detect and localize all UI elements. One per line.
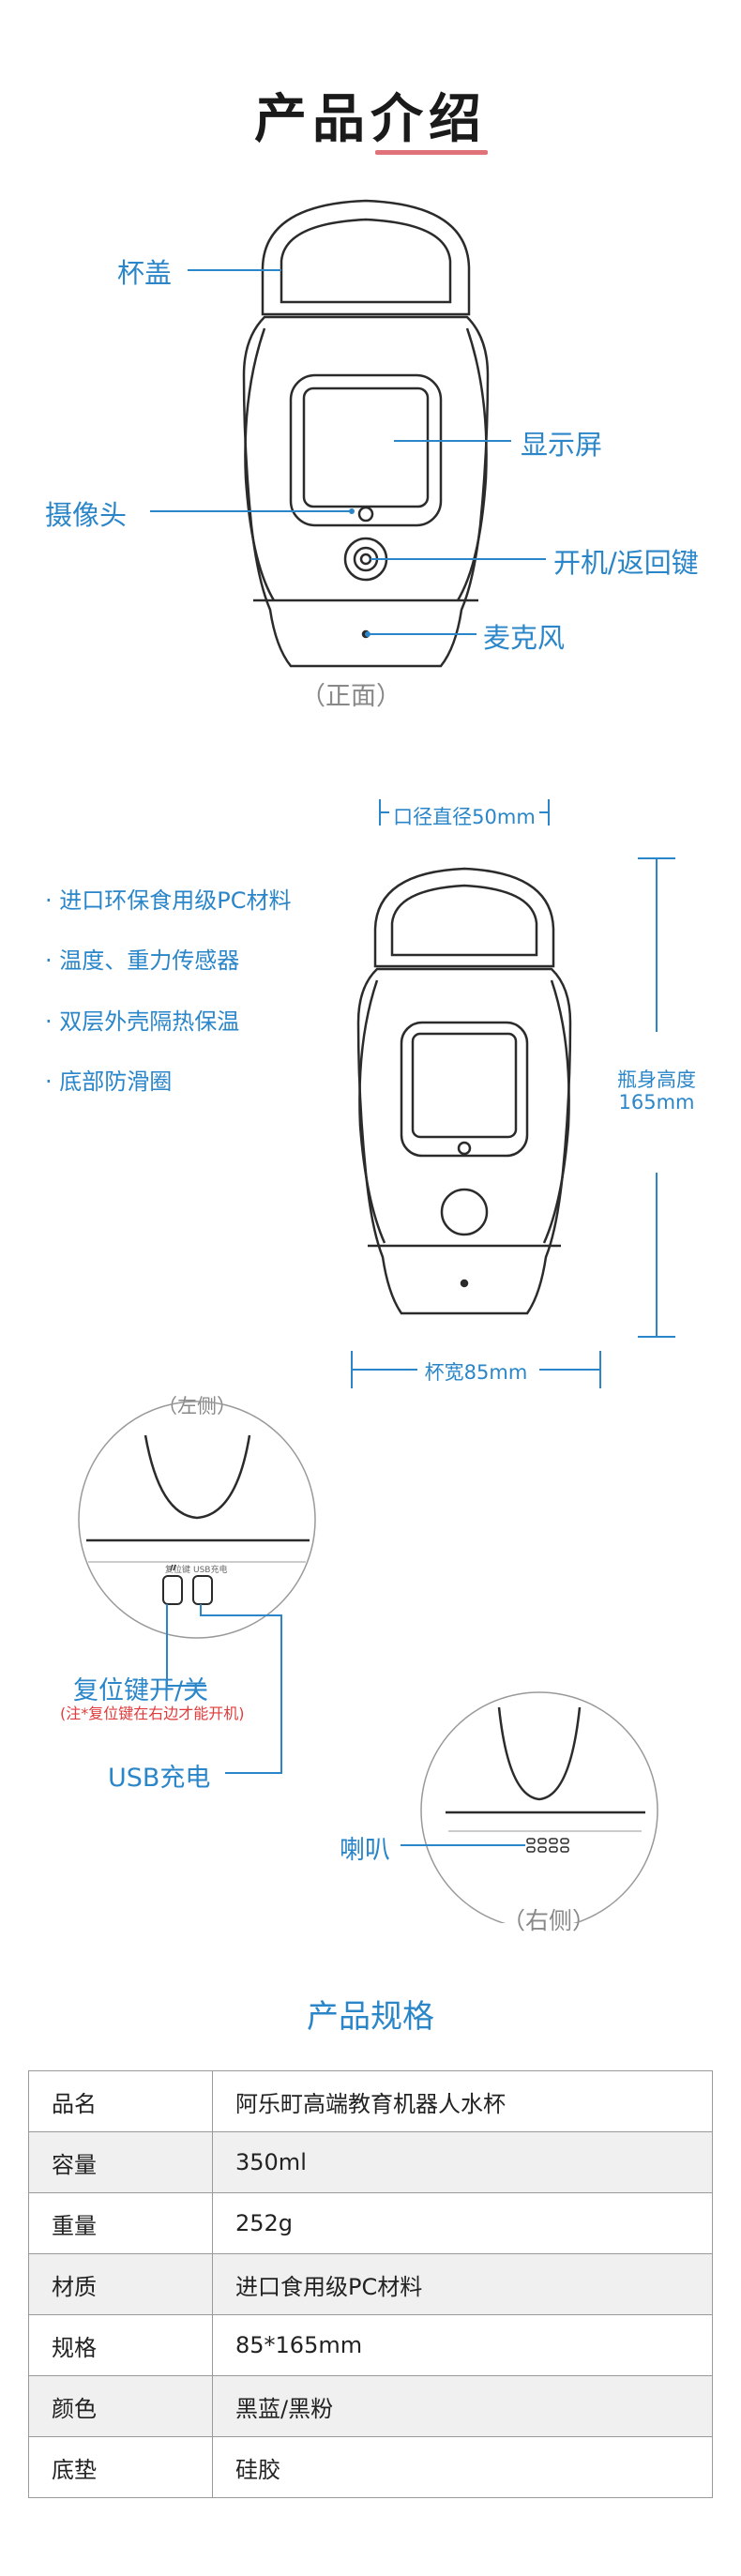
spec-table: 品名 阿乐町高端教育机器人水杯 容量 350ml 重量 252g 材质 进口食用… (28, 2070, 713, 2498)
speaker-holes (526, 1838, 569, 1853)
label-camera: 摄像头 (45, 499, 128, 531)
spec-key: 品名 (28, 2070, 213, 2132)
front-caption: （正面） (300, 682, 401, 711)
label-reset-key: 复位键开/关 (73, 1676, 209, 1705)
table-row: 重量 252g (28, 2192, 713, 2254)
spec-key: 材质 (28, 2253, 213, 2315)
right-detail-circle (420, 1691, 658, 1923)
spec-key: 重量 (28, 2192, 213, 2254)
display-frame (289, 373, 443, 527)
dimension-cup-illustration (351, 799, 675, 1388)
label-power-button: 开机/返回键 (553, 547, 699, 579)
camera-dot (357, 506, 374, 523)
spec-key: 规格 (28, 2314, 213, 2376)
tiny-reset-label: 复位键 (165, 1566, 191, 1575)
table-row: 材质 进口食用级PC材料 (28, 2253, 713, 2315)
label-display: 显示屏 (521, 429, 603, 461)
feature-item: · 温度、重力传感器 (45, 947, 240, 974)
front-cup-illustration (150, 199, 546, 668)
label-usb-charge: USB充电 (108, 1764, 211, 1793)
spec-title: 产品规格 (307, 1998, 434, 2036)
cup-body (242, 315, 490, 668)
spec-value: 黑蓝/黑粉 (212, 2375, 713, 2437)
spec-key: 底垫 (28, 2436, 213, 2498)
spec-value: 阿乐町高端教育机器人水杯 (212, 2070, 713, 2132)
table-row: 容量 350ml (28, 2131, 713, 2193)
feature-item: · 进口环保食用级PC材料 (45, 887, 292, 914)
left-side-caption: （左侧） (158, 1395, 236, 1417)
cup-lid (261, 199, 471, 316)
spec-value: 硅胶 (212, 2436, 713, 2498)
label-mouth-diameter: 口径直径50mm (393, 806, 536, 828)
feature-item: · 底部防滑圈 (45, 1068, 173, 1095)
table-row: 底垫 硅胶 (28, 2436, 713, 2498)
label-speaker: 喇叭 (340, 1836, 390, 1865)
display-screen (302, 386, 430, 508)
label-height: 瓶身高度 (617, 1068, 696, 1091)
spec-key: 容量 (28, 2131, 213, 2193)
page-title: 产品介绍 (254, 89, 487, 150)
label-lid: 杯盖 (117, 257, 173, 289)
reset-note: (注*复位键在右边才能开机) (60, 1705, 245, 1722)
table-row: 品名 阿乐町高端教育机器人水杯 (28, 2070, 713, 2132)
feature-item: · 双层外壳隔热保温 (45, 1008, 240, 1035)
label-body-width: 杯宽85mm (424, 1361, 528, 1384)
spec-value: 85*165mm (212, 2314, 713, 2376)
tiny-usb-label: USB充电 (193, 1566, 228, 1575)
label-mic: 麦克风 (483, 622, 566, 654)
label-height-value: 165mm (618, 1091, 695, 1114)
spec-value: 350ml (212, 2131, 713, 2193)
spec-value: 252g (212, 2192, 713, 2254)
right-side-caption: （右侧） (502, 1907, 597, 1934)
spec-key: 颜色 (28, 2375, 213, 2437)
table-row: 规格 85*165mm (28, 2314, 713, 2376)
spec-value: 进口食用级PC材料 (212, 2253, 713, 2315)
table-row: 颜色 黑蓝/黑粉 (28, 2375, 713, 2437)
left-detail-circle (78, 1401, 316, 1639)
title-underline (375, 150, 488, 155)
side-detail-illustration (78, 1401, 658, 1923)
